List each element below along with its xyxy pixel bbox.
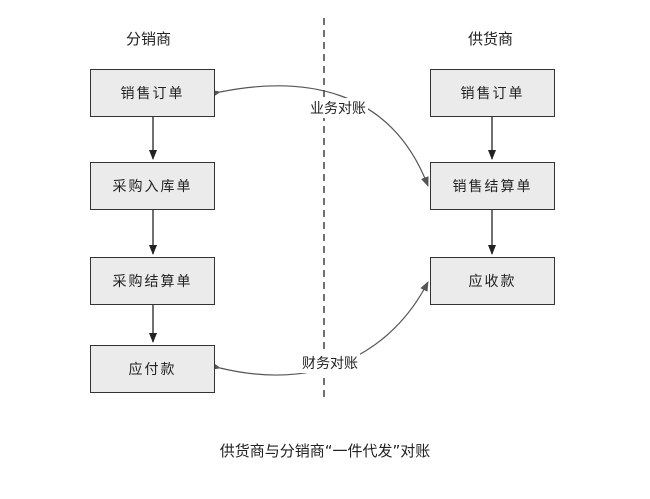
node-distributor-sales-order: 销售订单 bbox=[90, 69, 215, 117]
node-supplier-sales-settlement: 销售结算单 bbox=[430, 162, 555, 210]
edge-label-finance: 财务对账 bbox=[300, 353, 360, 373]
node-distributor-purchase-settlement: 采购结算单 bbox=[90, 257, 215, 305]
diagram-caption: 供货商与分销商“一件代发”对账 bbox=[219, 442, 431, 460]
node-supplier-accounts-receivable: 应收款 bbox=[430, 257, 555, 305]
edge-label-business: 业务对账 bbox=[308, 98, 368, 118]
node-distributor-purchase-receipt: 采购入库单 bbox=[90, 162, 215, 210]
business-reconcile-curve bbox=[210, 85, 429, 187]
lane-title-distributor: 分销商 bbox=[126, 30, 172, 48]
lane-title-supplier: 供货商 bbox=[468, 30, 514, 48]
node-distributor-accounts-payable: 应付款 bbox=[90, 345, 215, 393]
node-supplier-sales-order: 销售订单 bbox=[430, 69, 555, 117]
